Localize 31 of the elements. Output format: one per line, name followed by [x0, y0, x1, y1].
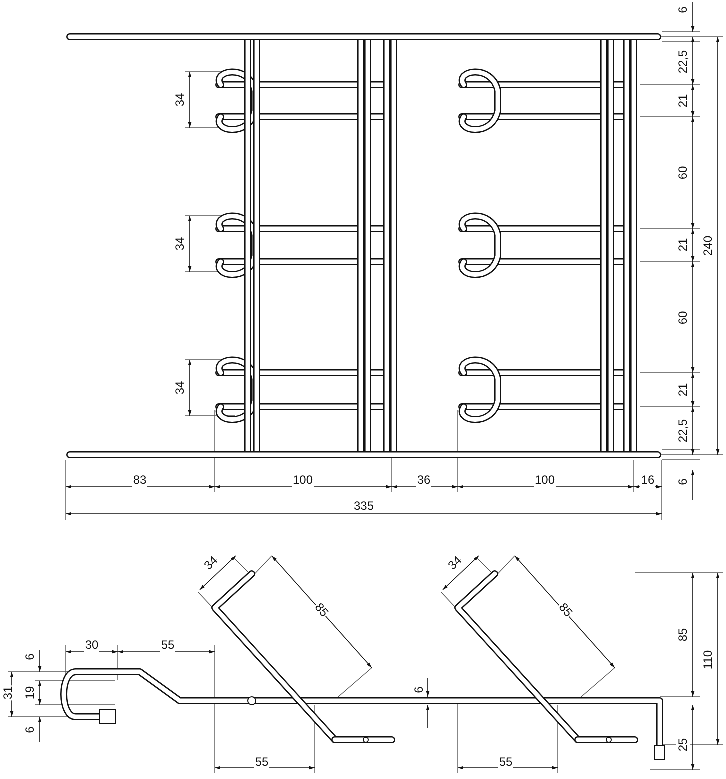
dimension-label: 6 [23, 726, 37, 734]
dimension-label: 6 [412, 686, 426, 694]
dimension-label: 100 [534, 473, 556, 487]
dimension-label: 19 [23, 685, 37, 701]
dimension-label: 55 [160, 638, 176, 652]
dimension-label: 22,5 [676, 418, 690, 444]
dimension-label: 100 [292, 473, 314, 487]
dimension-label: 55 [498, 755, 514, 769]
dimension-label: 30 [84, 638, 100, 652]
dimension-label: 31 [1, 685, 15, 701]
dimension-label: 85 [676, 627, 690, 643]
dimension-label: 16 [640, 473, 656, 487]
dimension-label: 83 [132, 473, 148, 487]
dimension-label: 6 [23, 652, 37, 662]
dimension-label: 34 [173, 380, 187, 396]
dimension-label: 21 [676, 93, 690, 109]
dimension-label: 21 [676, 382, 690, 398]
dimension-label: 6 [676, 478, 690, 486]
dimension-label: 34 [173, 92, 187, 108]
dimension-label: 60 [676, 165, 690, 181]
dimension-label: 36 [416, 473, 432, 487]
dimension-label: 240 [701, 234, 715, 258]
dimension-label: 60 [676, 310, 690, 326]
dimension-label: 6 [676, 6, 690, 14]
dimension-label: 34 [173, 236, 187, 252]
dimension-label: 25 [676, 737, 690, 753]
dimension-label: 55 [254, 755, 270, 769]
dimension-label: 335 [352, 499, 376, 513]
dimension-label: 21 [676, 237, 690, 253]
dimension-label: 110 [701, 649, 715, 671]
dimension-label: 22,5 [676, 49, 690, 75]
